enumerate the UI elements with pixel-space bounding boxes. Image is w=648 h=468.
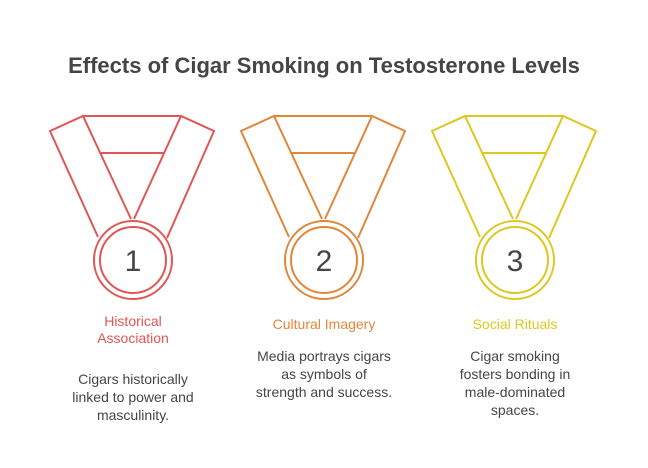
ribbon-stroke xyxy=(133,114,216,239)
ribbon-stroke xyxy=(430,114,514,238)
ribbon-stroke xyxy=(239,114,323,238)
medal-icon: 3 xyxy=(430,114,598,300)
medal-circle xyxy=(481,226,549,294)
item-heading: Historical Association xyxy=(97,313,169,346)
item-3: Social Rituals Cigar smoking fosters bon… xyxy=(430,316,600,419)
medal-circle xyxy=(99,226,167,294)
ribbon-stroke xyxy=(515,114,598,239)
medal-icon: 2 xyxy=(239,114,407,300)
medal-number: 3 xyxy=(507,245,524,278)
ribbon-stroke xyxy=(48,114,132,238)
medal-icon: 1 xyxy=(48,114,216,300)
page-title: Effects of Cigar Smoking on Testosterone… xyxy=(68,53,580,78)
item-2: Cultural Imagery Media portrays cigars a… xyxy=(239,316,409,401)
item-description: Media portrays cigars as symbols of stre… xyxy=(255,348,393,400)
item-heading: Social Rituals xyxy=(472,316,558,332)
item-description: Cigars historically linked to power and … xyxy=(72,371,194,423)
medal-number: 2 xyxy=(316,245,333,278)
item-heading: Cultural Imagery xyxy=(272,316,376,332)
medal-circle xyxy=(290,226,358,294)
item-1: Historical Association Cigars historical… xyxy=(48,313,218,424)
medal-number: 1 xyxy=(125,245,142,278)
ribbon-stroke xyxy=(324,114,407,239)
item-description: Cigar smoking fosters bonding in male-do… xyxy=(459,348,571,418)
